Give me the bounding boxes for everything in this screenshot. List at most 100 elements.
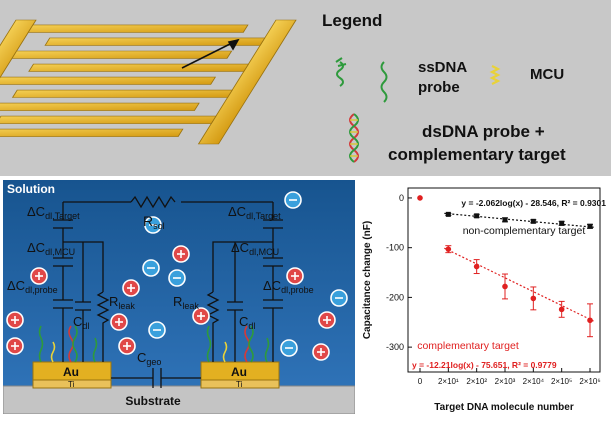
right-target-label: ΔCdl,Target: [228, 204, 281, 221]
anion-icon: [148, 321, 166, 339]
left-au-label: Au: [63, 365, 79, 379]
electrode-finger: [0, 76, 217, 85]
anion-icon: [280, 339, 298, 357]
data-point: [445, 211, 451, 217]
cation-icon: [172, 245, 190, 263]
left-mcu-label: ΔCdl,MCU: [27, 240, 75, 257]
ion-group: [6, 191, 348, 361]
left-probe-layer: [38, 325, 98, 363]
legend-dsdna-label-1: dsDNA probe +: [422, 122, 545, 141]
left-cdl-label: Cdl: [73, 314, 89, 331]
circuit-panel: Solution Rsol ΔCdl,Target ΔCdl,Target ΔC…: [2, 180, 356, 415]
interdigitated-electrode-illustration: [0, 19, 297, 145]
cation-icon: [110, 313, 128, 331]
left-target-label: ΔCdl,Target: [27, 204, 80, 221]
cation-icon: [6, 337, 24, 355]
cation-icon: [312, 343, 330, 361]
circuit-svg: Solution Rsol ΔCdl,Target ΔCdl,Target ΔC…: [2, 180, 356, 415]
right-probe-layer: [206, 325, 270, 363]
legend-title: Legend: [322, 11, 382, 30]
x-tick-label: 2×10⁶: [579, 377, 600, 386]
fit-equation-noncomp: y = -2.062log(x) - 28.546, R² = 0.9301: [461, 198, 606, 208]
data-point: [587, 223, 593, 229]
electrode-finger: [27, 24, 249, 33]
data-point: [502, 283, 508, 290]
data-point: [530, 295, 537, 302]
fit-line: [444, 212, 595, 228]
right-cdl-label: Cdl: [239, 314, 255, 331]
right-ti-label: Ti: [236, 380, 243, 389]
cation-icon: [6, 311, 24, 329]
left-electrode: [32, 361, 112, 389]
x-tick-label: 2×10²: [466, 377, 487, 386]
dsdna-icon: [349, 113, 359, 163]
right-rleak-label: Rleak: [173, 294, 199, 311]
y-tick-label: -300: [386, 342, 404, 352]
r-sol-label: Rsol: [143, 213, 165, 231]
anion-icon: [142, 259, 160, 277]
solution-label: Solution: [7, 182, 55, 196]
plot-frame: [407, 187, 601, 373]
x-axis-label: Target DNA molecule number: [434, 402, 574, 413]
left-ti-label: Ti: [68, 380, 75, 389]
data-point: [502, 217, 508, 223]
x-tick-label: 2×10³: [495, 377, 516, 386]
left-rleak-label: Rleak: [109, 294, 135, 311]
mcu-icon: [489, 65, 501, 85]
x-tick-label: 2×10⁵: [551, 377, 572, 386]
legend-mcu-label: MCU: [530, 66, 564, 83]
y-tick-label: -100: [386, 243, 404, 253]
fit-line: [444, 247, 595, 322]
cation-icon: [118, 337, 136, 355]
electrode-finger: [0, 102, 200, 111]
legend-ssdna-label-1: ssDNA: [418, 59, 467, 76]
data-point: [558, 306, 565, 313]
right-electrode: [200, 361, 280, 389]
electrode-finger: [44, 37, 266, 46]
legend-dsdna-label-2: complementary target: [388, 145, 566, 164]
electrode-finger: [0, 128, 184, 137]
legend-ssdna-label-2: probe: [418, 79, 460, 96]
series-label-comp: complementary target: [417, 340, 519, 352]
substrate-layer: [2, 385, 356, 415]
x-tick-label: 2×10¹: [438, 377, 459, 386]
cation-icon: [122, 279, 140, 297]
electrode-finger: [28, 63, 250, 72]
fit-equation-comp: y = -12.21log(x) - 75.651, R² = 0.9779: [412, 360, 557, 370]
electrode-spine-right: [197, 19, 297, 145]
y-tick-label: -200: [386, 292, 404, 302]
anion-icon: [144, 216, 162, 234]
right-probe-label: ΔCdl,probe: [263, 278, 314, 295]
cation-icon: [30, 267, 48, 285]
legend-panel: Legend ssDNA probe MCU dsDNA probe + com…: [0, 0, 611, 176]
cation-icon: [318, 311, 336, 329]
cation-icon: [286, 267, 304, 285]
electrode-finger: [0, 115, 217, 124]
electrode-finger: [11, 89, 233, 98]
electrode-spine-left: [0, 19, 37, 145]
left-probe-label: ΔCdl,probe: [7, 278, 58, 295]
ssdna-probe-icon: [335, 57, 388, 103]
substrate-label: Substrate: [125, 394, 181, 408]
legend-svg: Legend ssDNA probe MCU dsDNA probe + com…: [0, 11, 566, 164]
chart-panel: 0 -100 -200 -300 0 2×10¹ 2×10² 2×10³ 2×10⁴ 2×10⁵ 2…: [358, 180, 611, 416]
series-label-noncomp: non-complementary target: [463, 225, 586, 237]
y-axis-label: Capacitance change (nF): [362, 221, 373, 339]
y-tick-label: 0: [399, 193, 404, 203]
c-geo-label: Cgeo: [137, 350, 161, 367]
data-point: [559, 220, 565, 226]
right-mcu-label: ΔCdl,MCU: [231, 240, 279, 257]
anion-icon: [330, 289, 348, 307]
x-tick-label: 2×10⁴: [523, 377, 545, 386]
zero-point: [417, 195, 423, 201]
data-point: [445, 246, 452, 252]
cation-icon: [192, 307, 210, 325]
chart-svg: 0 -100 -200 -300 0 2×10¹ 2×10² 2×10³ 2×10⁴ 2×10⁵ 2…: [362, 187, 606, 413]
anion-icon: [168, 269, 186, 287]
x-tick-label: 0: [418, 377, 423, 386]
right-au-label: Au: [231, 365, 247, 379]
measure-arrow: [181, 38, 240, 69]
circuit-wires: [53, 195, 283, 388]
anion-icon: [284, 191, 302, 209]
electrode-finger: [11, 50, 233, 59]
